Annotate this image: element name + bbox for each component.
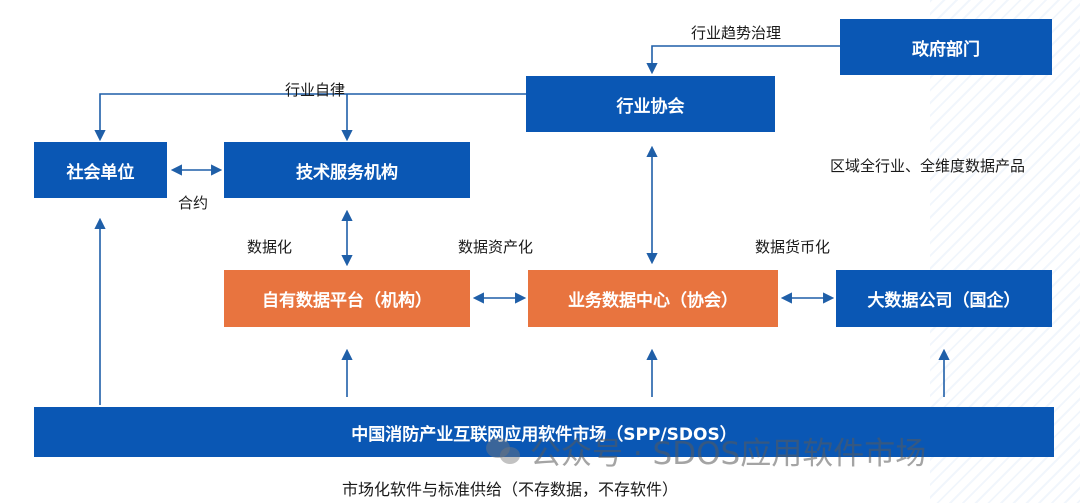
label-market-supply: 市场化软件与标准供给（不存数据，不存软件） (342, 480, 679, 499)
label-self-discipline: 行业自律 (285, 81, 346, 99)
watermark: 公众号 · SDOS应用软件市场 (486, 428, 926, 473)
label-industry-trend: 行业趋势治理 (691, 24, 782, 42)
label-datafication: 数据化 (247, 238, 293, 256)
node-government: 政府部门 (840, 19, 1052, 75)
node-industry-association: 行业协会 (526, 76, 775, 132)
wechat-icon (486, 436, 522, 466)
node-tech-service: 技术服务机构 (224, 142, 470, 198)
node-big-data-company: 大数据公司（国企） (836, 270, 1052, 327)
arrow-government-to-association (646, 45, 840, 75)
label-data-assetization: 数据资产化 (458, 238, 534, 256)
label-data-monetization: 数据货币化 (755, 238, 831, 256)
label-contract: 合约 (178, 194, 209, 212)
label-regional-products: 区域全行业、全维度数据产品 (830, 157, 1026, 175)
node-market: 中国消防产业互联网应用软件市场（SPP/SDOS） (34, 407, 1054, 457)
node-social-unit: 社会单位 (34, 142, 167, 198)
arrow-association-to-social-unit (94, 93, 526, 142)
node-business-data-center: 业务数据中心（协会） (528, 270, 778, 327)
node-own-data-platform: 自有数据平台（机构） (224, 270, 470, 327)
watermark-text: 公众号 · SDOS应用软件市场 (530, 436, 927, 472)
